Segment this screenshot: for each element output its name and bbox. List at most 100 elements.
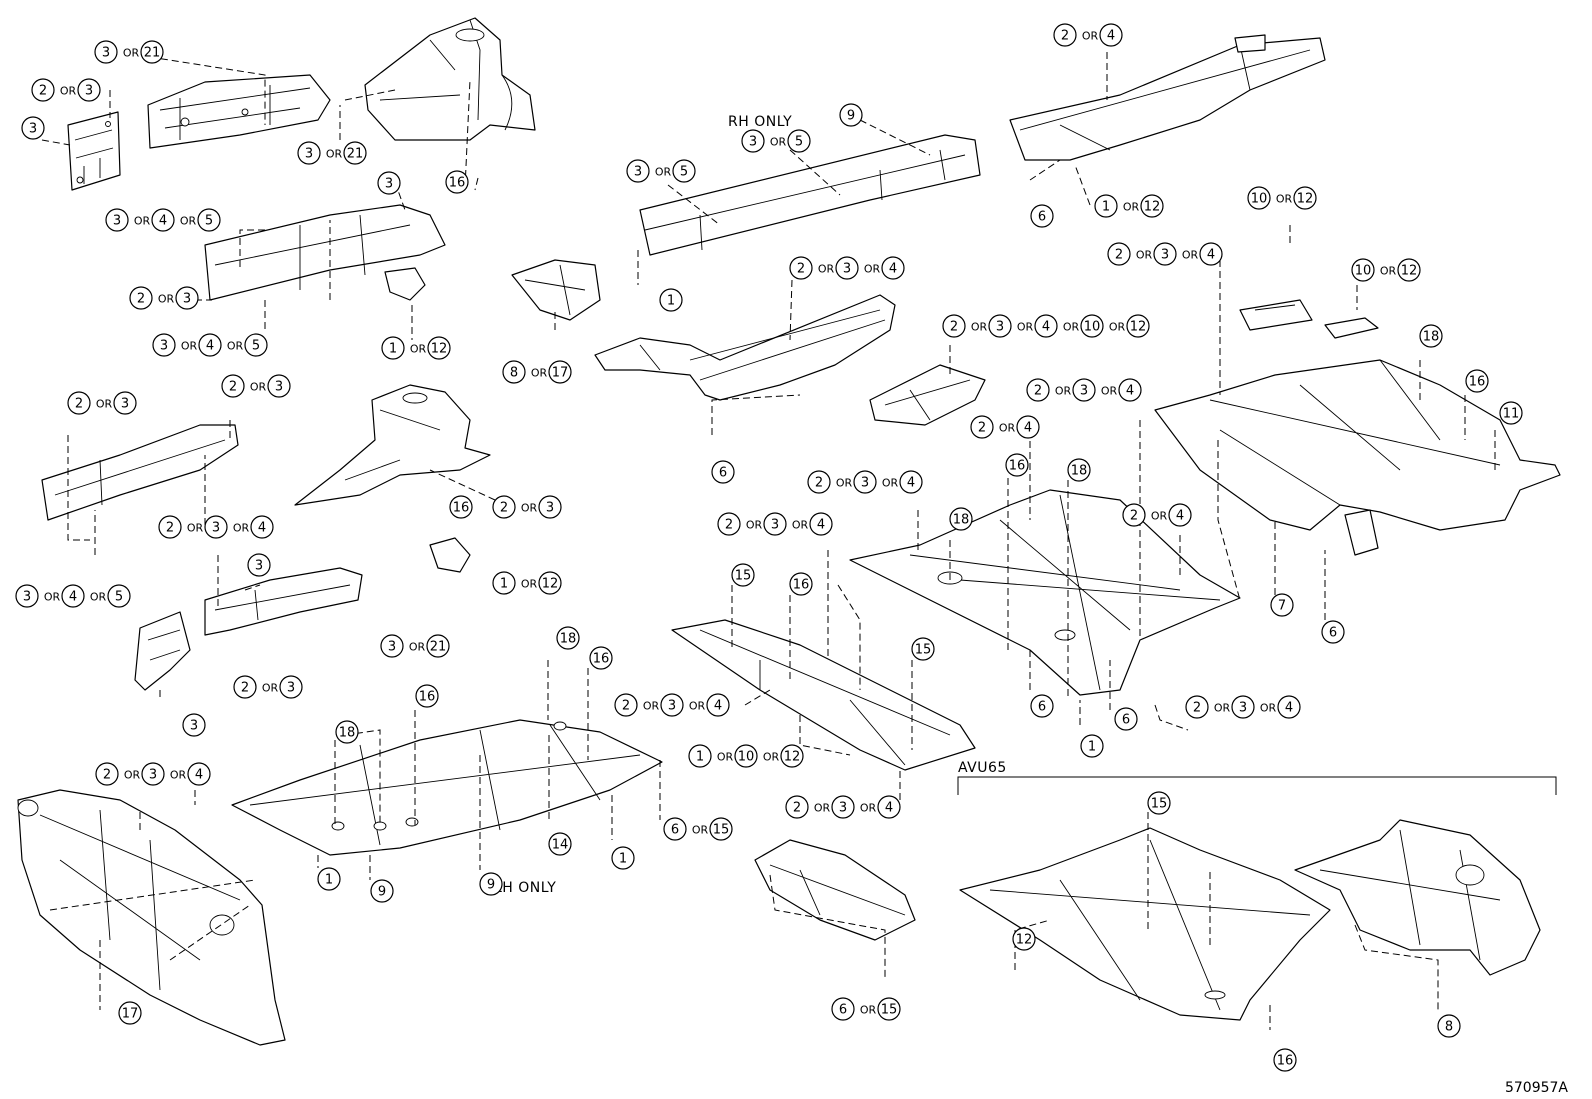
callout-circle [942,314,966,338]
callout-part-number: 6 [1038,210,1046,225]
callout-circle [831,795,855,819]
callout-part-number: 16 [593,652,610,667]
callout-part-number: 3 [634,165,642,180]
callout-part-number: 12 [1144,200,1161,215]
callout-part-number: 12 [1297,192,1314,207]
callout-circle [839,103,863,127]
callout: 6 [1321,620,1345,644]
callout-or-label: OR [96,398,113,411]
callout-circle [198,333,222,357]
callout-circle [267,374,291,398]
callout: 3 [377,171,401,195]
callout-or-label: OR [1380,265,1397,278]
callout-or-label: OR [814,802,831,815]
callout-circle [1185,695,1209,719]
callout-or-label: OR [836,477,853,490]
callout-part-number: 16 [793,578,810,593]
callout-circle [899,470,923,494]
callout-circle [21,116,45,140]
callout-or-label: OR [1182,249,1199,262]
callout-or-label: OR [763,751,780,764]
callout-or-label: OR [1063,321,1080,334]
callout: 16 [589,646,613,670]
callout-circle [182,713,206,737]
part-rail-upper-left [147,74,331,149]
callout-circle [1277,695,1301,719]
part-rail-left-low [41,424,239,521]
callout-or-label: OR [860,1004,877,1017]
callout-circle [1034,314,1058,338]
part-bracket-top-left [67,111,121,191]
part-apron-center [294,384,491,506]
callout-or-label: OR [689,700,706,713]
callout-part-number: 3 [183,292,191,307]
callout: 15 [731,563,755,587]
callout-circle [672,159,696,183]
callout: 3 [247,553,271,577]
callout-circle [1437,1014,1461,1038]
part-rail-left-mid [204,204,446,301]
callout-circle [95,762,119,786]
callout: 12 [1012,927,1036,951]
callout-circle [317,867,341,891]
callout-part-number: 3 [839,801,847,816]
part-tunnel [671,619,976,771]
callout-circle [377,171,401,195]
callout-part-number: 2 [229,380,237,395]
callout-part-number: 16 [1009,459,1026,474]
callout-or-label: OR [181,340,198,353]
callout: 1 [611,846,635,870]
part-dash-panel [17,789,286,1046]
callout-or-label: OR [1101,385,1118,398]
callout-circle [113,391,137,415]
callout: 16 [789,572,813,596]
callout-circle [789,256,813,280]
callout: 15 [1147,791,1171,815]
callout-part-number: 6 [1038,700,1046,715]
callout-part-number: 2 [75,397,83,412]
callout-part-number: 4 [817,518,825,533]
callout-circle [1030,694,1054,718]
callout-circle [1499,401,1523,425]
callout-part-number: 4 [258,521,266,536]
callout-part-number: 3 [1239,701,1247,716]
callout-part-number: 16 [1277,1054,1294,1069]
part-bracket-center-top [511,259,601,321]
callout-or-label: OR [864,263,881,276]
callout-circle [614,693,638,717]
callout-or-label: OR [44,591,61,604]
callout-part-number: 3 [861,476,869,491]
callout-part-number: 3 [160,339,168,354]
callout-circle [343,141,367,165]
callout-circle [1072,378,1096,402]
callout-circle [731,563,755,587]
callout-circle [335,720,359,744]
callout-circle [61,584,85,608]
callout-part-number: 8 [510,366,518,381]
callout-part-number: 4 [1285,701,1293,716]
callout-part-number: 3 [255,559,263,574]
callout: 18 [556,626,580,650]
callout-circle [297,141,321,165]
callout-circle [492,571,516,595]
callout-circle [548,832,572,856]
callout-part-number: 3 [1161,248,1169,263]
callout: 11 [1499,401,1523,425]
callout: 6 [1030,694,1054,718]
callout-part-number: 5 [795,135,803,150]
callout: 16 [1005,453,1029,477]
callout-circle [1270,593,1294,617]
part-rear-floor [1154,359,1561,556]
callout: 15 [911,637,935,661]
callout-part-number: 8 [1445,1020,1453,1035]
